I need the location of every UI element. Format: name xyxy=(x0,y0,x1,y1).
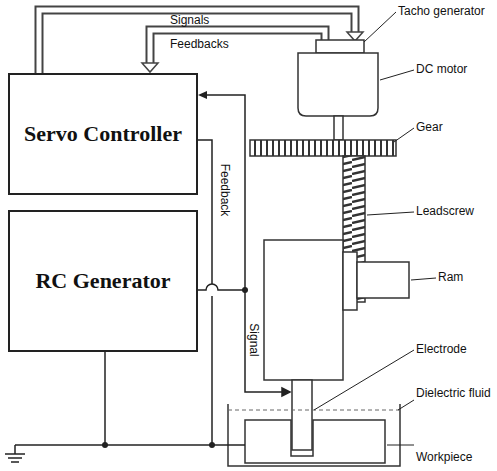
signal-wire xyxy=(198,91,245,290)
process-box: Servo Controller xyxy=(8,73,198,195)
part-label: Signals xyxy=(170,13,209,27)
part-label: Leadscrew xyxy=(416,204,474,218)
dielectric-tank xyxy=(228,404,400,466)
process-box: RC Generator xyxy=(8,210,198,352)
box-title: RC Generator xyxy=(25,263,180,299)
wire-label: Feedback xyxy=(218,164,232,217)
motor-shaft xyxy=(334,116,343,140)
leader-lines xyxy=(314,12,436,445)
part-label: Ram xyxy=(438,270,463,284)
box-title: Servo Controller xyxy=(14,116,192,152)
workpiece xyxy=(245,420,385,463)
tacho-generator xyxy=(316,40,364,53)
part-label: DC motor xyxy=(416,62,467,76)
part-label: Workpiece xyxy=(416,450,472,464)
part-label: Feedbacks xyxy=(170,37,229,51)
wire-label: Signal xyxy=(247,323,261,356)
ram-slide xyxy=(343,252,357,310)
gear xyxy=(250,140,396,156)
electrode xyxy=(292,380,312,450)
dc-motor xyxy=(298,53,378,116)
ram-housing xyxy=(264,240,343,380)
part-label: Gear xyxy=(416,120,443,134)
ram-nut xyxy=(357,262,409,298)
part-label: Electrode xyxy=(416,342,467,356)
part-label: Tacho generator xyxy=(398,4,485,18)
part-label: Dielectric fluid xyxy=(416,386,492,400)
